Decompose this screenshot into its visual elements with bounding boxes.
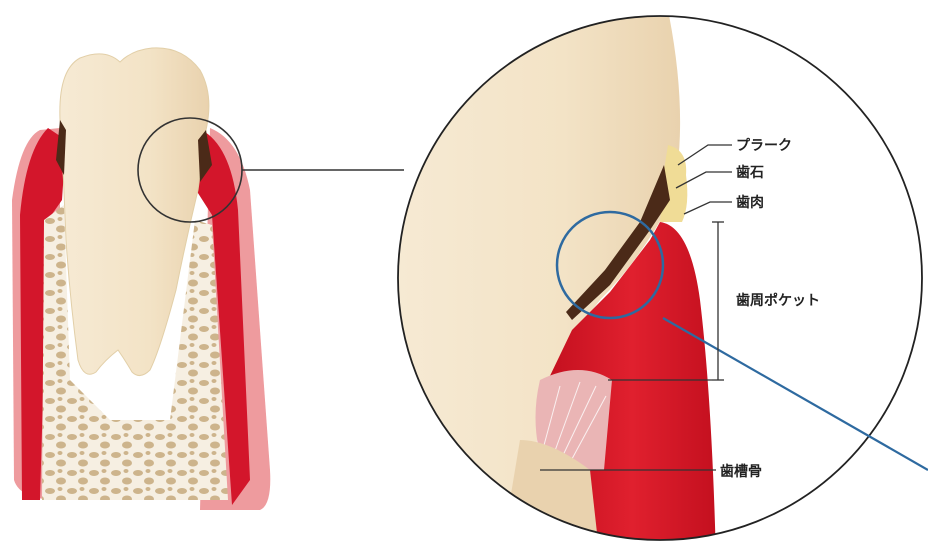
label-alveolar-bone: 歯槽骨 <box>720 463 762 480</box>
label-gingiva: 歯肉 <box>736 194 764 211</box>
bone-cavity <box>514 509 530 521</box>
label-calculus: 歯石 <box>736 164 764 181</box>
label-plaque: プラーク <box>736 138 792 154</box>
tooth-cross-section <box>12 48 270 510</box>
label-periodontal-pocket: 歯周ポケット <box>736 292 820 309</box>
